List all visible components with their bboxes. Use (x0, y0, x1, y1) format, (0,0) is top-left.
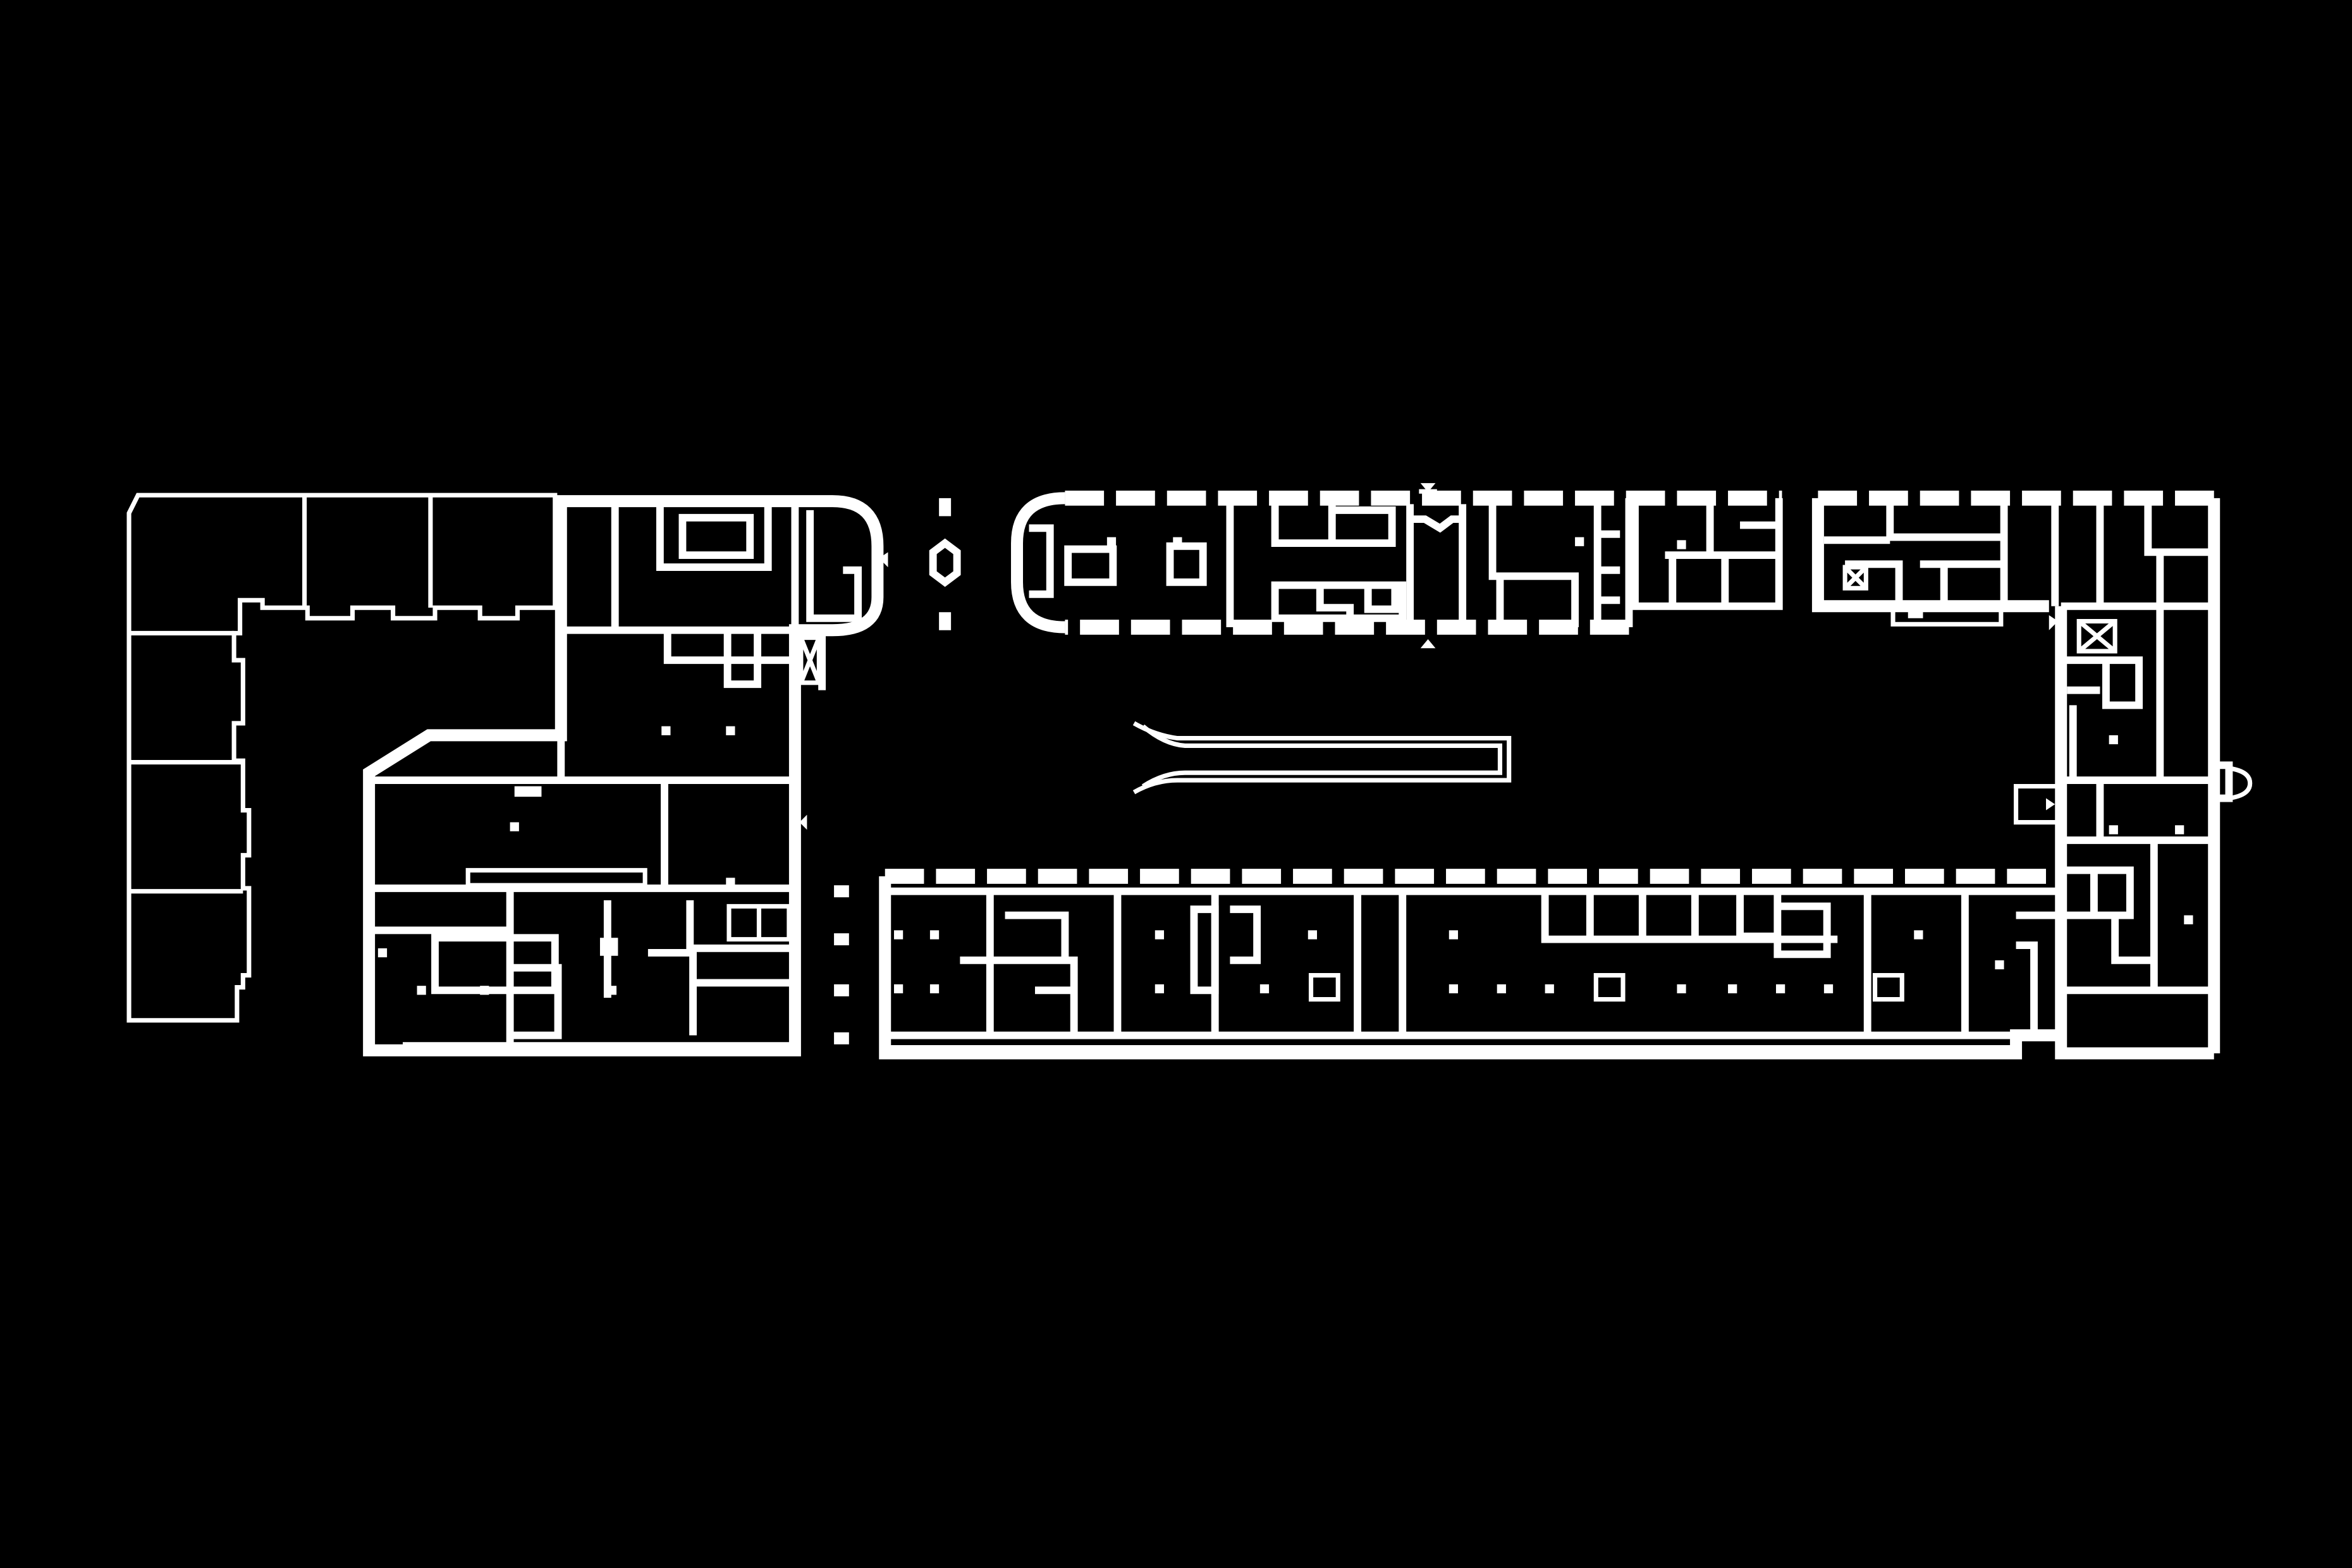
courtyard-ramp (1132, 721, 1512, 795)
wing-a (363, 495, 884, 1057)
wing-e (403, 869, 2061, 1060)
wing-b (1011, 483, 1783, 649)
neighbour-building (126, 493, 558, 1023)
wing-c (1811, 491, 2220, 1053)
wing-d (2014, 602, 2253, 1060)
passage-kiosk (929, 538, 961, 587)
passage-piers (834, 498, 952, 1044)
entrance-markers-a (799, 552, 888, 830)
